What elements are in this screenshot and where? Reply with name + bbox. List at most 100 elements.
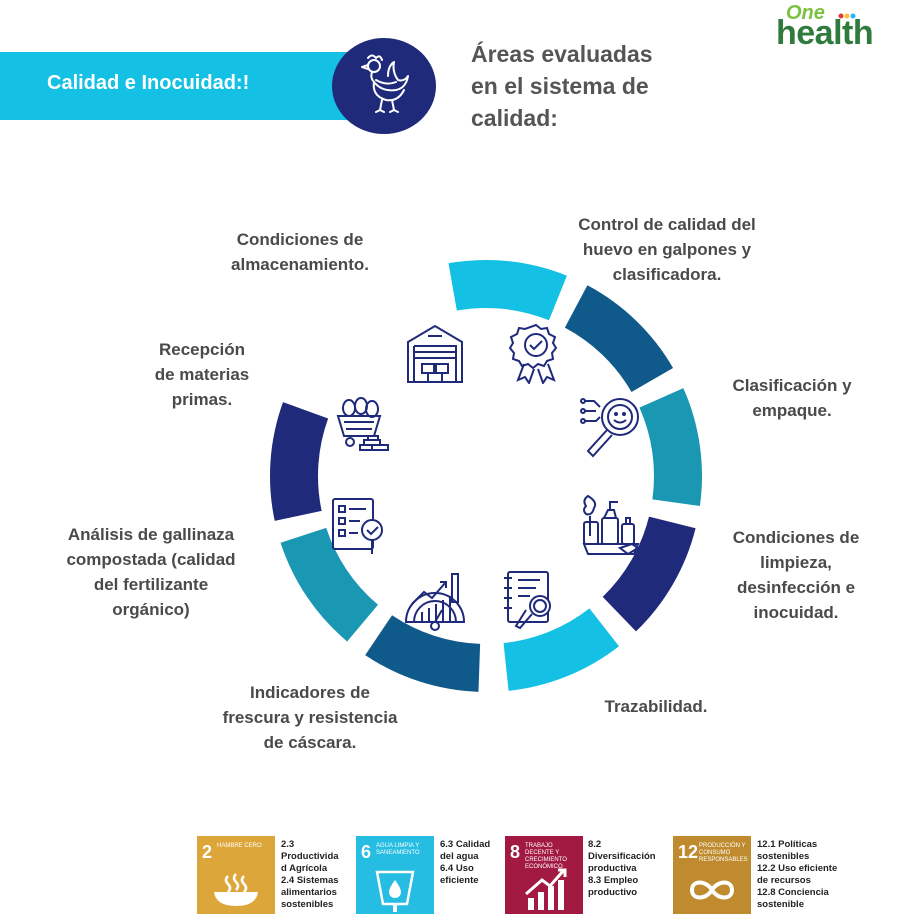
sdg-goal-8: 8Trabajo decente y crecimiento económico xyxy=(505,836,583,914)
label-line: Clasificación y xyxy=(732,376,852,395)
arc-storage xyxy=(448,260,567,321)
sdg-target-line: 8.3 Empleo xyxy=(588,875,639,886)
logo-dots-icon xyxy=(838,13,856,19)
sdg-number: 6 xyxy=(361,842,372,862)
label-line: del fertilizante xyxy=(93,575,209,594)
hen-icon xyxy=(361,54,409,113)
title-line: calidad: xyxy=(471,105,558,131)
label-manure: Análisis de gallinaza compostada (calida… xyxy=(48,522,254,622)
label-line: frescura y resistencia xyxy=(222,708,398,727)
label-line: limpieza, xyxy=(760,553,832,572)
sdg-name: Producción y consumo responsables xyxy=(699,843,748,863)
sdg-target-line: alimentarios xyxy=(281,887,337,898)
sdg-target-line: 6.4 Uso xyxy=(440,863,474,874)
checklist-magnifier-icon xyxy=(332,498,383,554)
logo-one-text: One xyxy=(786,2,825,24)
water-icon xyxy=(375,870,415,912)
sdg-target-line: sostenibles xyxy=(757,851,810,862)
sdg-target-line: 12.8 Conciencia xyxy=(757,887,829,898)
bowl-icon xyxy=(214,873,258,906)
sdg-target-line: 12.1 Políticas xyxy=(757,839,818,850)
label-line: primas. xyxy=(171,390,233,409)
label-line: empaque. xyxy=(752,401,832,420)
sdg-target-line: productiva xyxy=(588,863,637,874)
cleaning-supplies-icon xyxy=(582,494,640,556)
sdg-target-line: del agua xyxy=(440,851,479,862)
title-line: Áreas evaluadas xyxy=(471,41,653,67)
banner-label: Calidad e Inocuidad:! xyxy=(47,72,250,94)
label-freshness: Indicadores de frescura y resistencia de… xyxy=(200,680,420,755)
label-classification: Clasificación y empaque. xyxy=(718,373,866,423)
arc-manure xyxy=(280,527,379,642)
sdg-target-line: eficiente xyxy=(440,875,479,886)
sdg-target-line: sostenibles xyxy=(281,899,334,910)
sdg-target-line: 2.3 xyxy=(281,839,295,850)
egg-cart-icon xyxy=(336,397,389,451)
sdg-goal-6: 6 Agua limpia y saneamiento xyxy=(356,836,434,914)
sdg-target-line: de recursos xyxy=(757,875,811,886)
label-line: Condiciones de xyxy=(732,528,860,547)
label-line: desinfección e xyxy=(736,578,856,597)
label-reception: Recepción de materias primas. xyxy=(132,337,272,412)
arc-traceability xyxy=(503,608,619,691)
gauge-growth-icon xyxy=(404,573,466,631)
arc-cleaning xyxy=(602,516,696,632)
sdg-target-line: Productivida xyxy=(281,851,339,862)
one-health-logo: One health xyxy=(776,2,900,58)
label-line: orgánico) xyxy=(112,600,190,619)
growth-chart-icon xyxy=(525,868,567,910)
label-line: Recepción xyxy=(159,340,245,359)
label-line: de cáscara. xyxy=(263,733,357,752)
sdg-goal-2: 2 Hambre cero xyxy=(197,836,275,914)
label-line: almacenamiento. xyxy=(231,255,369,274)
sdg-target-line: 2.4 Sistemas xyxy=(281,875,339,886)
arc-reception xyxy=(270,402,329,521)
arc-classification xyxy=(639,388,702,507)
sdg-name: Hambre cero xyxy=(217,843,262,849)
label-egg-quality: Control de calidad del huevo en galpones… xyxy=(556,212,778,287)
label-line: huevo en galpones y xyxy=(582,240,752,259)
sdg-target-line: 6.3 Calidad xyxy=(440,839,491,850)
notebook-search-icon xyxy=(504,571,551,630)
page-title: Áreas evaluadas en el sistema de calidad… xyxy=(471,38,653,134)
label-line: clasificadora. xyxy=(612,265,722,284)
sdg-target-line: Diversificación xyxy=(588,851,656,862)
sdg-goal-12: 12Producción y consumo responsables xyxy=(673,836,751,914)
arc-freshness xyxy=(365,615,481,692)
sdg-name: Agua limpia y saneamiento xyxy=(376,843,420,856)
label-line: Condiciones de xyxy=(236,230,364,249)
logo-health-text: health xyxy=(776,14,874,52)
hen-badge xyxy=(332,38,436,134)
label-line: de materias xyxy=(154,365,250,384)
sdg-number: 12 xyxy=(678,842,699,862)
label-line: inocuidad. xyxy=(753,603,839,622)
header-banner xyxy=(0,52,362,120)
quality-seal-icon xyxy=(508,323,558,384)
warehouse-icon xyxy=(407,324,463,383)
arc-egg-quality xyxy=(564,285,674,392)
sdg-number: 2 xyxy=(202,842,213,862)
sdg-target-line: 12.2 Uso eficiente xyxy=(757,863,838,874)
sdg-target-line: sostenible xyxy=(757,899,804,910)
label-storage: Condiciones de almacenamiento. xyxy=(210,227,390,277)
label-line: compostada (calidad xyxy=(66,550,236,569)
label-cleaning: Condiciones de limpieza, desinfección e … xyxy=(718,525,874,625)
label-line: Análisis de gallinaza xyxy=(67,525,235,544)
sdg-target-line: d Agrícola xyxy=(281,863,328,874)
label-line: Indicadores de xyxy=(250,683,370,702)
title-line: en el sistema de xyxy=(471,73,649,99)
label-traceability: Trazabilidad. xyxy=(588,694,724,719)
sdg-number: 8 xyxy=(510,842,521,862)
magnifier-smile-icon xyxy=(580,398,639,458)
sdg-target-line: 8.2 xyxy=(588,839,602,850)
label-line: Trazabilidad. xyxy=(604,697,708,716)
sdg-target-line: productivo xyxy=(588,887,638,898)
sdg-name: Trabajo decente y crecimiento económico xyxy=(525,843,567,870)
infinity-icon xyxy=(689,880,735,900)
label-line: Control de calidad del xyxy=(578,215,756,234)
